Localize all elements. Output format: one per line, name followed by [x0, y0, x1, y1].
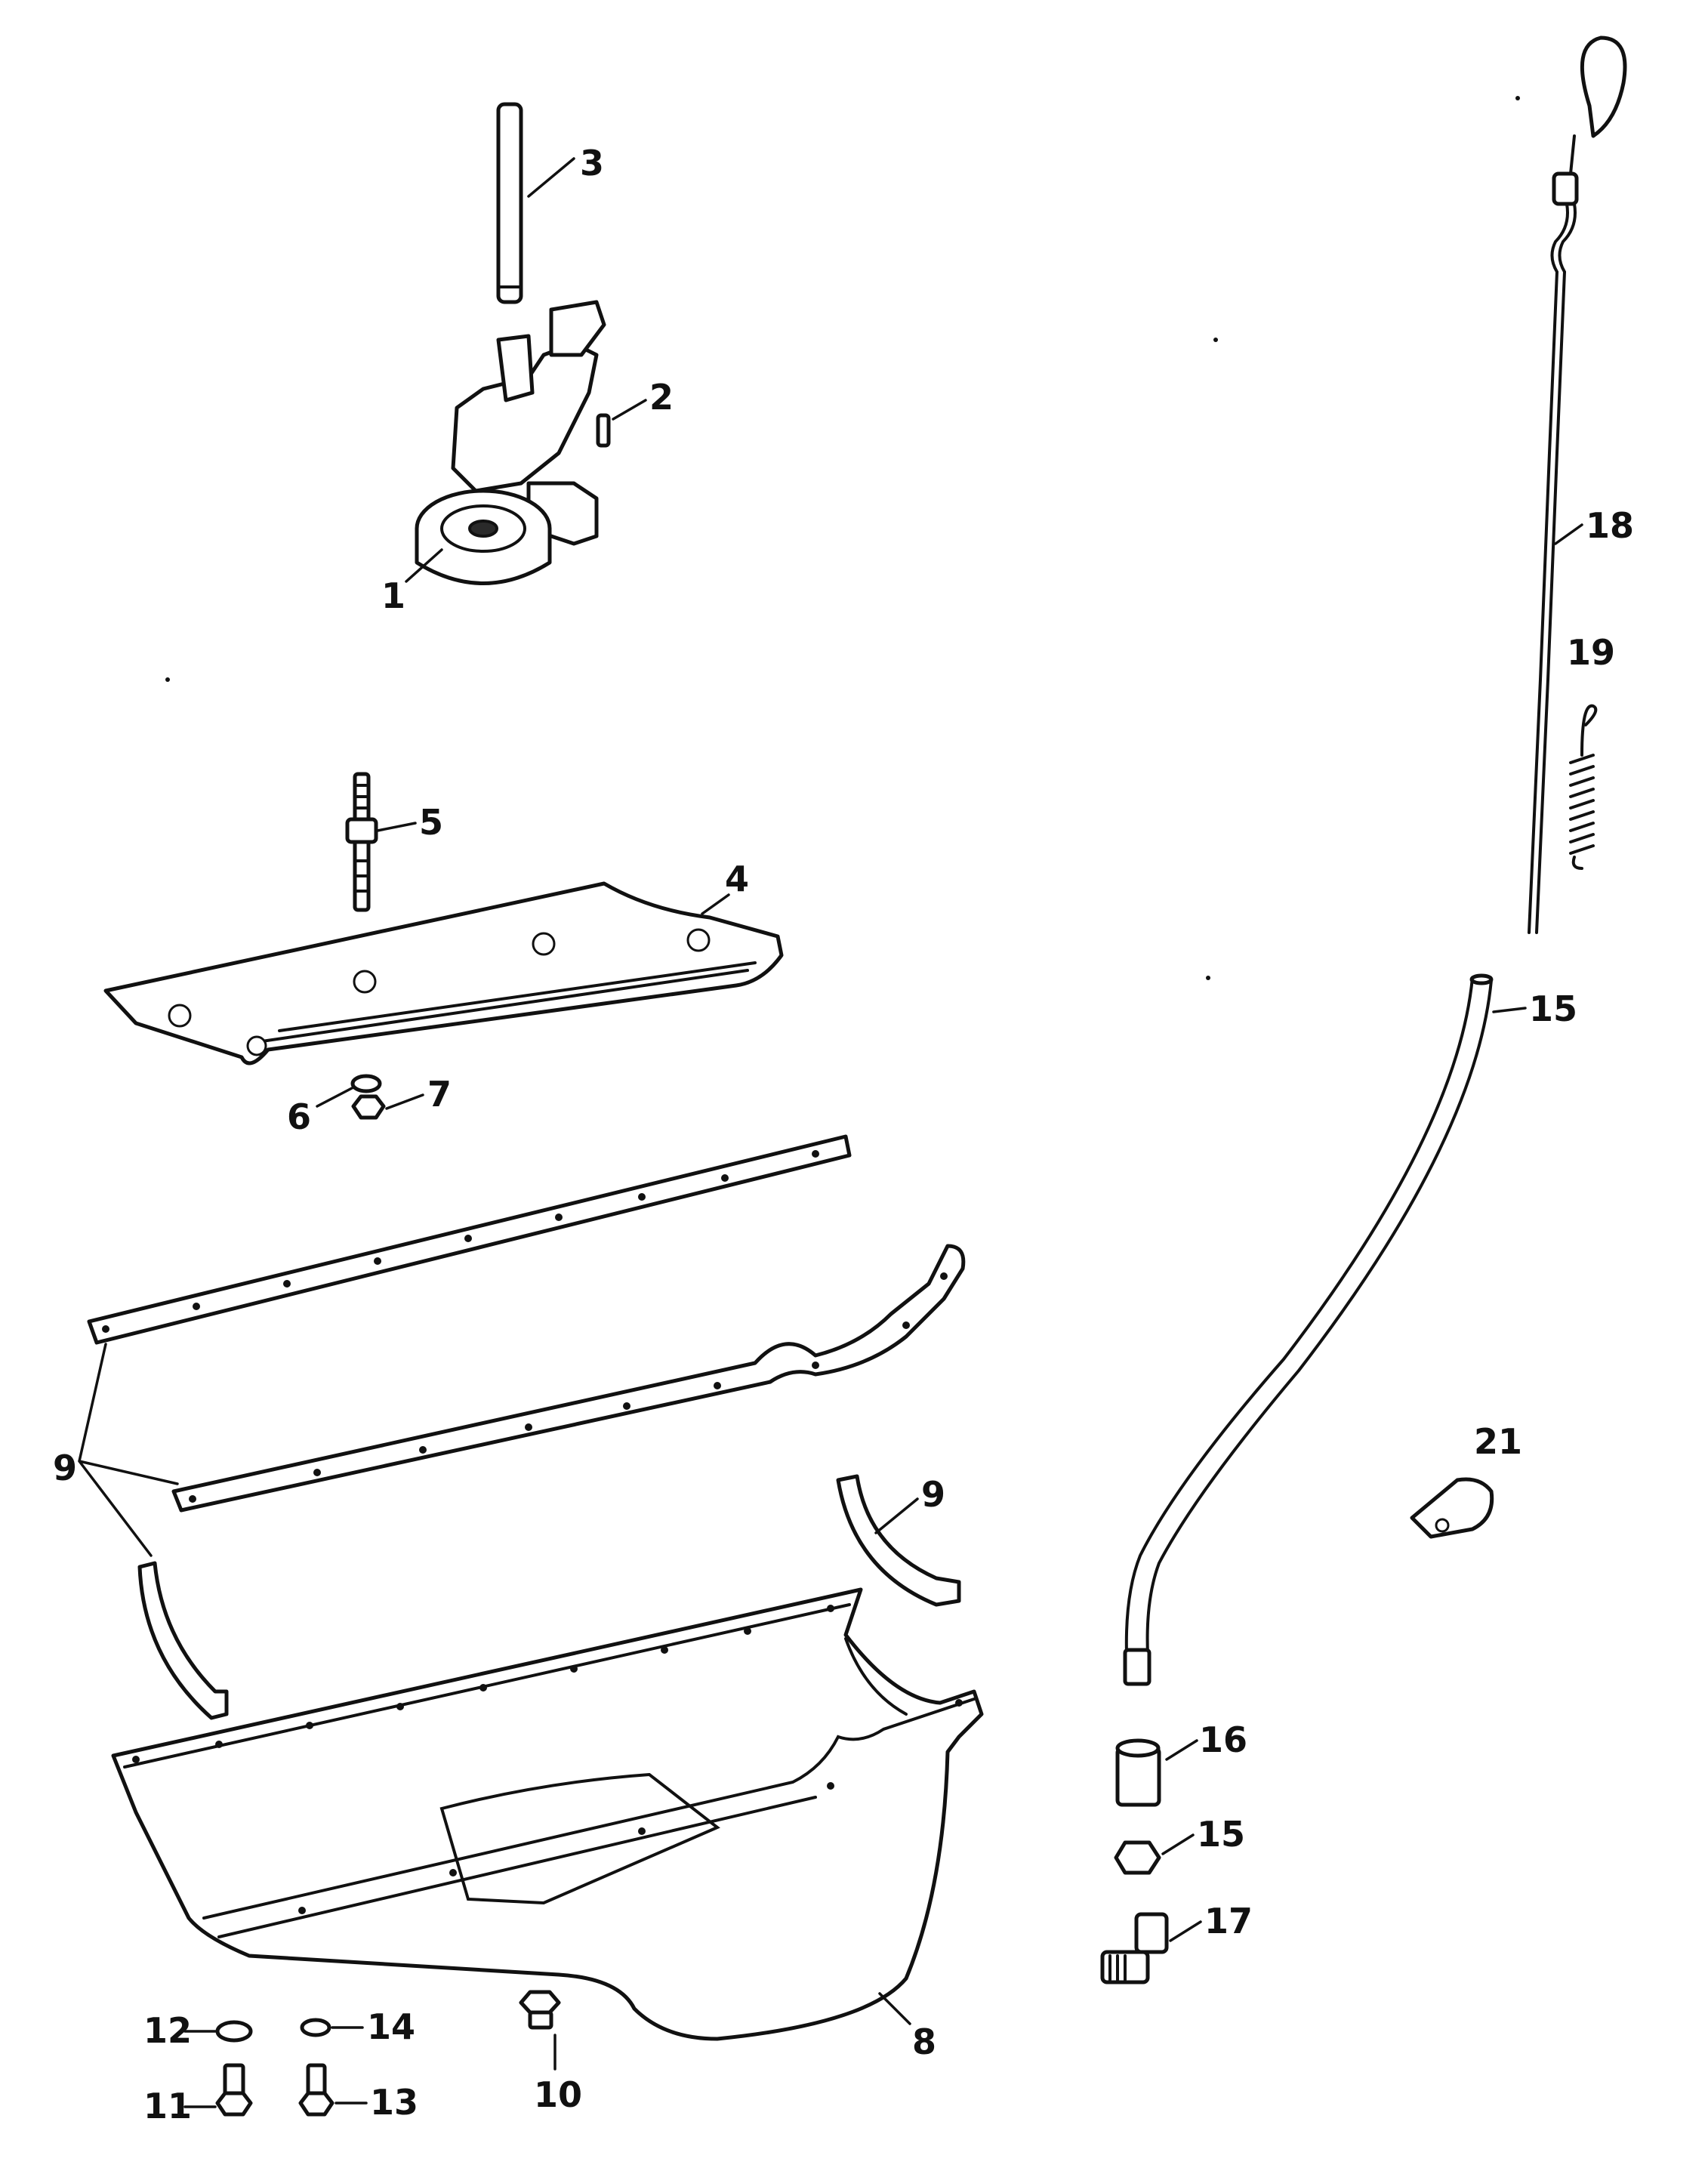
callout-9-right: 9 — [921, 1474, 945, 1515]
callout-21: 21 — [1474, 1421, 1522, 1462]
callout-18: 17 — [1204, 1901, 1253, 1941]
oil-pump-assembly — [415, 300, 606, 585]
sleeve — [1115, 1738, 1161, 1807]
leader-17 — [1165, 1739, 1198, 1761]
dipstick-tube — [1123, 973, 1494, 1686]
dipstick — [1528, 35, 1627, 934]
drain-plug — [519, 1990, 561, 2030]
callout-1: 1 — [381, 575, 405, 616]
washer — [350, 1074, 382, 1093]
callout-12: 12 — [143, 2010, 192, 2051]
spring — [1569, 704, 1598, 870]
leader-9-main — [78, 1343, 179, 1557]
leader-19 — [1554, 523, 1583, 545]
callout-11: 11 — [143, 2086, 192, 2126]
oil-pump-shaft — [496, 102, 523, 304]
pan-gasket-left — [87, 1134, 852, 1345]
leader-2 — [612, 399, 647, 421]
callout-5: 5 — [419, 802, 443, 843]
callout-16: 15 — [1197, 1814, 1245, 1855]
callout-6: 6 — [287, 1096, 311, 1137]
callout-2: 2 — [649, 377, 674, 418]
callout-17: 16 — [1199, 1719, 1247, 1760]
callout-3: 3 — [580, 143, 604, 183]
leader-6 — [316, 1086, 355, 1108]
oil-pan — [111, 1587, 984, 2041]
leader-8 — [878, 1992, 911, 2025]
callout-7: 7 — [427, 1074, 452, 1115]
nut — [351, 1094, 386, 1120]
callout-14: 14 — [367, 2006, 415, 2047]
callout-15-text: 15 — [1529, 988, 1577, 1029]
leader-5 — [376, 822, 417, 832]
washer-14 — [300, 2018, 331, 2037]
tube-clip — [1410, 1477, 1494, 1539]
tube-nut — [1114, 1840, 1161, 1875]
leader-1 — [405, 548, 443, 583]
leader-18 — [1169, 1920, 1202, 1942]
dowel-pin — [596, 413, 611, 448]
callout-13: 13 — [370, 2082, 418, 2123]
baffle-stud — [345, 772, 378, 912]
rear-main-seal — [137, 1561, 229, 1720]
leader-3 — [527, 157, 575, 198]
leader-15 — [1492, 1007, 1527, 1013]
bolt-13 — [298, 2063, 335, 2117]
callout-8: 8 — [912, 2021, 936, 2062]
leader-9-right — [874, 1497, 919, 1534]
washer-12 — [215, 2020, 253, 2043]
elbow-fitting — [1100, 1912, 1169, 1984]
leader-16 — [1161, 1833, 1195, 1855]
pan-gasket-right — [171, 1244, 966, 1513]
bolt-11 — [215, 2063, 253, 2117]
leader-7 — [385, 1093, 424, 1110]
front-seal — [836, 1474, 961, 1607]
callout-20: 19 — [1567, 632, 1615, 673]
leader-4 — [701, 893, 730, 915]
windage-tray — [103, 881, 784, 1065]
callout-9-left: 9 — [53, 1448, 77, 1488]
callout-10: 10 — [534, 2074, 582, 2115]
callout-19: 18 — [1586, 505, 1634, 546]
callout-4: 4 — [725, 859, 749, 899]
